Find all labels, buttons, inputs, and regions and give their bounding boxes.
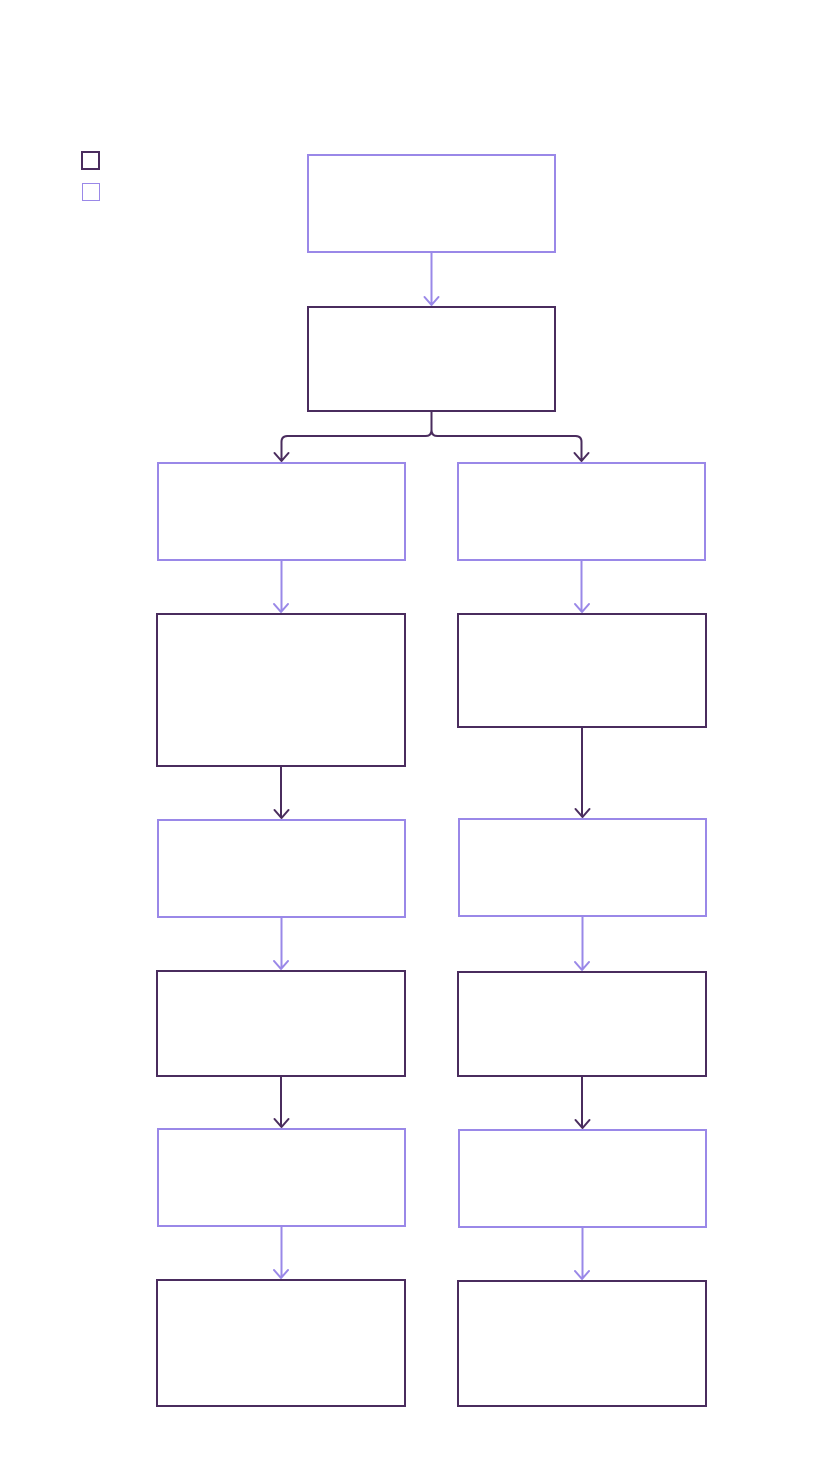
- arrowhead-r5-r6: [574, 1270, 590, 1280]
- node-r6[interactable]: [457, 1280, 707, 1407]
- arrowhead-l1-l2: [273, 603, 289, 613]
- node-r1[interactable]: [457, 462, 706, 561]
- legend-swatch-light: [82, 183, 100, 201]
- legend-swatch-dark: [81, 151, 100, 170]
- node-l2[interactable]: [156, 613, 406, 767]
- arrowhead-n2-l1: [273, 452, 290, 462]
- node-l4[interactable]: [156, 970, 406, 1077]
- arrowhead-r1-r2: [574, 603, 590, 613]
- node-l1[interactable]: [157, 462, 406, 561]
- arrowhead-l5-l6: [273, 1269, 289, 1279]
- arrowhead-r3-r4: [574, 961, 590, 971]
- connector-n2-l1: [280, 412, 433, 461]
- arrowhead-n2-r1: [573, 452, 590, 462]
- arrowhead-n1-n2: [423, 296, 440, 306]
- node-r4[interactable]: [457, 971, 707, 1077]
- node-r5[interactable]: [458, 1129, 707, 1228]
- node-n2[interactable]: [307, 306, 556, 412]
- arrowhead-r2-r3: [574, 808, 591, 818]
- node-n1[interactable]: [307, 154, 556, 253]
- connector-n2-r1: [430, 412, 583, 461]
- arrowhead-l4-l5: [273, 1118, 290, 1128]
- node-r3[interactable]: [458, 818, 707, 917]
- arrowhead-r4-r5: [574, 1119, 591, 1129]
- arrowhead-l3-l4: [273, 960, 289, 970]
- node-r2[interactable]: [457, 613, 707, 728]
- node-l6[interactable]: [156, 1279, 406, 1407]
- node-l5[interactable]: [157, 1128, 406, 1227]
- arrowhead-l2-l3: [273, 809, 290, 819]
- node-l3[interactable]: [157, 819, 406, 918]
